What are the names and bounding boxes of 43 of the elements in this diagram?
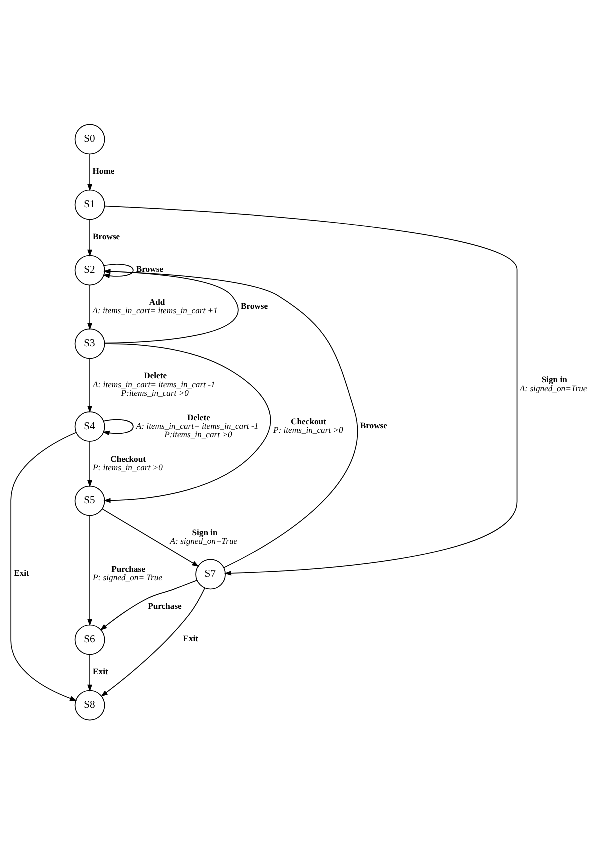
- arrow: [88, 515, 92, 626]
- arrow: [104, 269, 358, 568]
- arrow: [104, 344, 272, 504]
- arrow: [100, 580, 198, 631]
- arrow: [100, 588, 206, 697]
- arrow: [88, 154, 92, 192]
- edge-label: Home: [92, 166, 115, 176]
- edge-label: Browse: [360, 420, 388, 430]
- arrow: [102, 264, 134, 279]
- arrow: [88, 654, 92, 692]
- edge-label: Browse: [93, 231, 120, 242]
- edge-label: Purchase P: signed_on= True: [93, 564, 162, 583]
- node-circle: S1: [74, 190, 106, 220]
- edge-label: Exit: [93, 666, 108, 676]
- arrow: [88, 441, 92, 488]
- node-circle: S7: [196, 559, 226, 590]
- edge-label: Checkout P: items_in_cart >0: [273, 416, 344, 436]
- edge-label: Checkout P: items_in_cart >0: [93, 454, 163, 473]
- arrow: [88, 358, 92, 414]
- edge-label: Purchase: [148, 600, 182, 611]
- arrow: [102, 419, 134, 436]
- node-circle: S2: [74, 255, 106, 286]
- edge-label: Sign in A: signed_on=True: [520, 374, 588, 394]
- edge-label: Browse: [136, 264, 164, 274]
- edge-label: Sign in A: signed_on=True: [170, 527, 238, 546]
- edge-label: Exit: [14, 568, 30, 578]
- node-circle: S5: [74, 486, 106, 516]
- arrow: [88, 285, 92, 330]
- node-circle: S8: [74, 690, 106, 721]
- arrow: [10, 432, 78, 702]
- edge-label: Delete A: items_in_cart= items_in_cart -1 P:items_in_cart >0: [93, 370, 216, 398]
- arrow: [102, 508, 200, 567]
- arrow: [88, 219, 92, 257]
- edge-label: Add A: items_in_cart= items_in_cart +1: [92, 296, 218, 316]
- arrow: [104, 206, 518, 576]
- edge-label: Browse: [240, 300, 268, 311]
- arrow: [104, 269, 238, 344]
- node-circle: S6: [74, 624, 106, 656]
- node-circle: S4: [74, 412, 106, 442]
- node-circle: S0: [74, 124, 106, 155]
- node-circle: S3: [74, 328, 106, 360]
- edge-label: Delete A: items_in_cart= items_in_cart -1 P:items_in_cart >0: [136, 412, 259, 440]
- edge-label: Exit: [183, 634, 199, 644]
